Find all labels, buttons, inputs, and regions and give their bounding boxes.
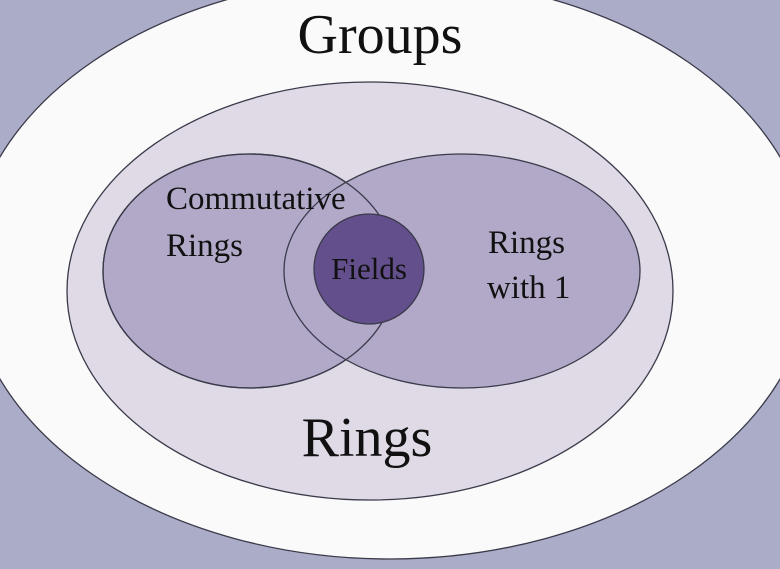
rings-with-1-label-line2: with 1 bbox=[487, 270, 570, 306]
fields-label: Fields bbox=[331, 251, 407, 286]
commutative-rings-label-line1: Commutative bbox=[166, 181, 346, 217]
rings-label: Rings bbox=[302, 407, 433, 469]
commutative-rings-label-line2: Rings bbox=[166, 228, 243, 264]
rings-with-1-label-line1: Rings bbox=[488, 225, 565, 261]
rings-with-1-set bbox=[283, 153, 641, 389]
groups-label: Groups bbox=[298, 4, 463, 66]
fields-set bbox=[313, 213, 425, 325]
